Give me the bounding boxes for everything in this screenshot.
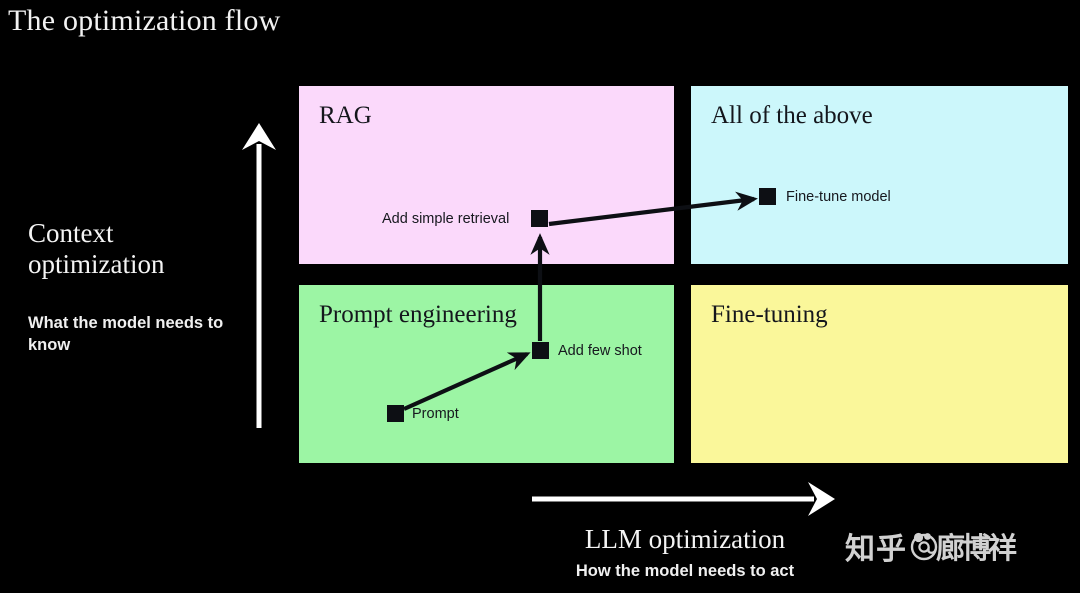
marker-add-few-shot <box>532 342 549 359</box>
quadrant-fine-tuning: Fine-tuning <box>691 285 1068 463</box>
axis-y-subtitle: What the model needs to know <box>28 314 224 355</box>
at-sign-icon <box>910 532 938 561</box>
marker-fine-tune-model <box>759 188 776 205</box>
axis-y-arrow-icon <box>242 123 276 428</box>
marker-add-simple-retrieval <box>531 210 548 227</box>
marker-prompt-label: Prompt <box>412 406 459 422</box>
quadrant-all-of-the-above: All of the above <box>691 86 1068 264</box>
zhihu-brand-label: 知乎 <box>845 532 907 567</box>
quadrant-rag: RAG <box>299 86 674 264</box>
quadrant-rag-label: RAG <box>319 102 372 129</box>
quadrant-prompt-engineering: Prompt engineering <box>299 285 674 463</box>
zhihu-username-label: 廊博祥 <box>936 531 1017 565</box>
quadrant-prompt-engineering-label: Prompt engineering <box>319 301 517 328</box>
page-title: The optimization flow <box>8 4 281 37</box>
axis-x-title: LLM optimization <box>584 524 786 554</box>
quadrant-all-of-the-above-label: All of the above <box>711 102 873 129</box>
axis-x-arrow-icon <box>532 482 835 516</box>
axis-y-title: Context optimization <box>28 218 165 280</box>
marker-add-simple-retrieval-label: Add simple retrieval <box>382 211 510 227</box>
axis-x-subtitle: How the model needs to act <box>575 562 795 580</box>
marker-add-few-shot-label: Add few shot <box>558 343 642 359</box>
quadrant-fine-tuning-label: Fine-tuning <box>711 301 828 328</box>
zhihu-watermark: 知乎 廊博祥 <box>845 524 1017 568</box>
marker-prompt <box>387 405 404 422</box>
marker-fine-tune-model-label: Fine-tune model <box>786 189 891 205</box>
